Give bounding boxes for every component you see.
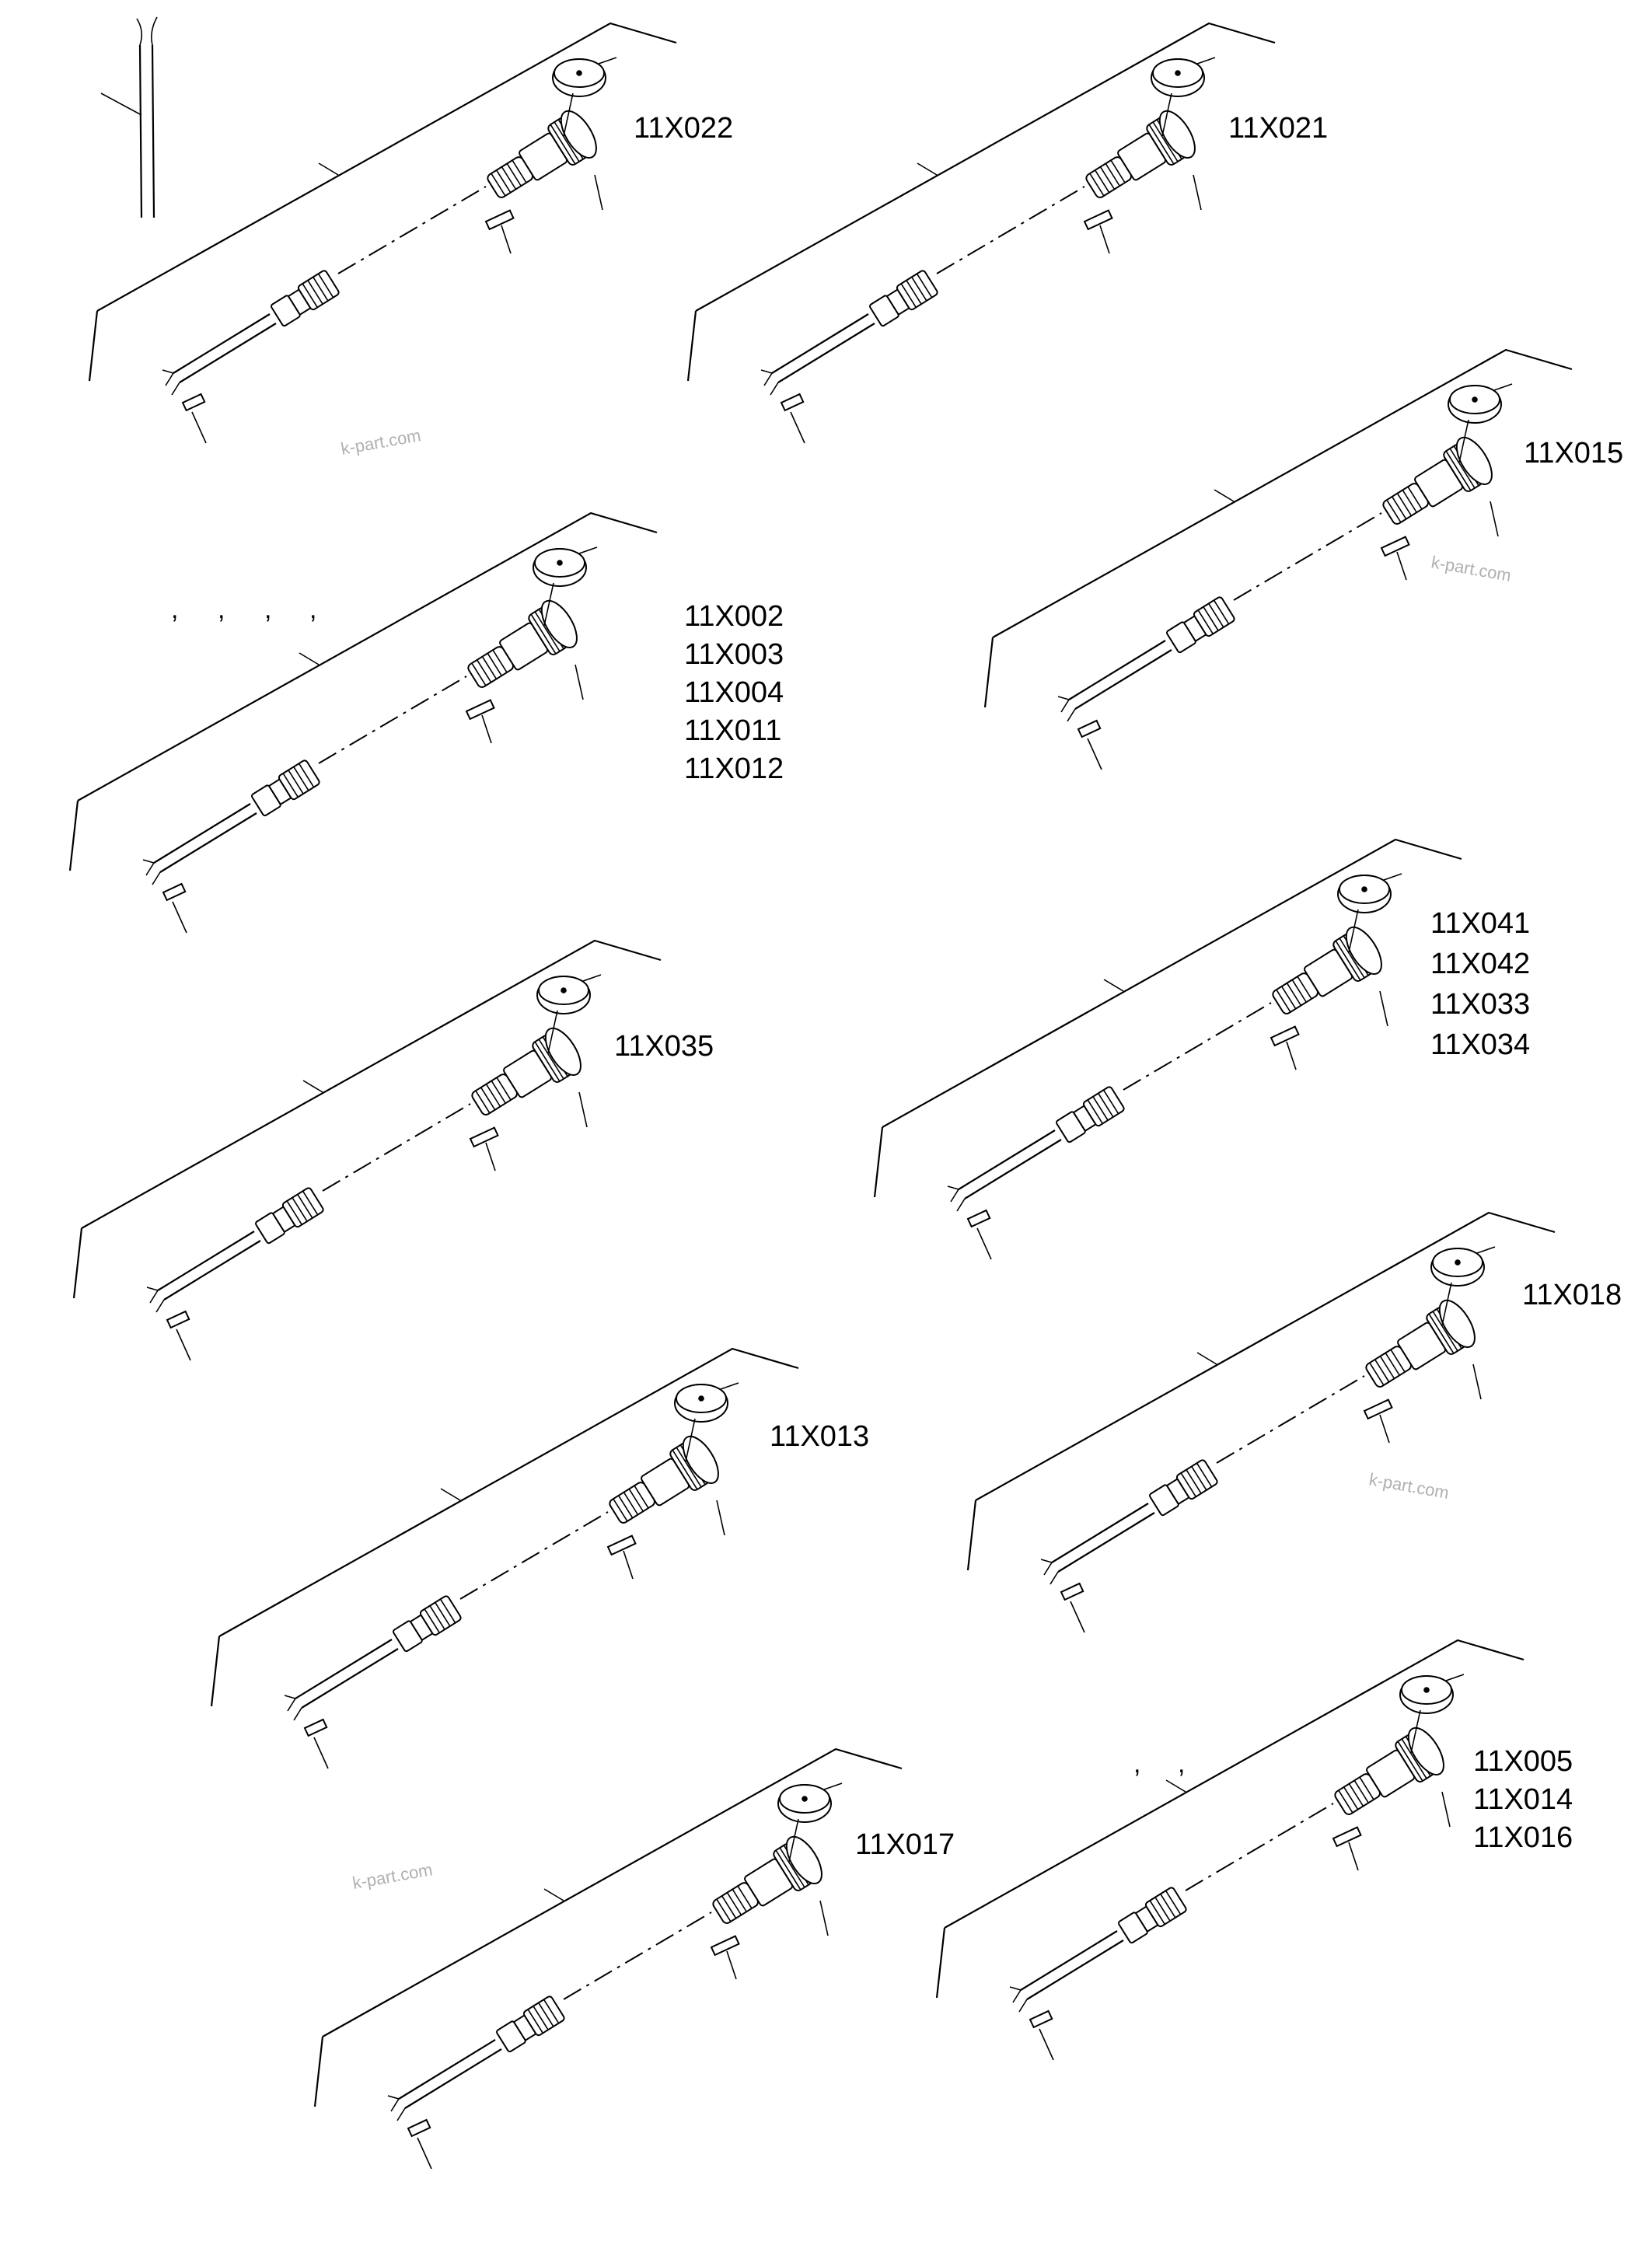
svg-text:,: , xyxy=(171,595,178,624)
label-11X042: 11X042 xyxy=(1430,948,1530,980)
label-11X034: 11X034 xyxy=(1430,1028,1530,1061)
connector-assembly-11X017 xyxy=(313,1747,903,2170)
watermark: k-part.com xyxy=(340,425,423,459)
svg-text:,: , xyxy=(1133,1749,1140,1779)
label-11X002: 11X002 xyxy=(684,600,784,633)
separator-commas: , , , , , , xyxy=(171,595,1185,1779)
label-11X012: 11X012 xyxy=(684,752,784,785)
watermark: k-part.com xyxy=(351,1859,435,1893)
svg-text:,: , xyxy=(1178,1749,1185,1779)
connector-assembly-11X018 xyxy=(966,1211,1556,1634)
label-11X014: 11X014 xyxy=(1473,1783,1573,1816)
label-11X035: 11X035 xyxy=(614,1030,714,1063)
svg-text:,: , xyxy=(264,595,271,624)
watermark: k-part.com xyxy=(1367,1469,1451,1503)
label-11X022: 11X022 xyxy=(634,112,733,145)
connector-assembly-11X015 xyxy=(983,348,1573,771)
connector-assembly-11X041 xyxy=(873,838,1463,1261)
svg-text:,: , xyxy=(218,595,225,624)
watermark: k-part.com xyxy=(1430,552,1513,585)
connector-assembly-11X013 xyxy=(210,1347,800,1770)
connector-assembly-11X022 xyxy=(88,22,678,445)
label-11X004: 11X004 xyxy=(684,676,784,709)
connector-assembly-11X035 xyxy=(72,939,662,1362)
label-11X033: 11X033 xyxy=(1430,988,1530,1021)
svg-text:,: , xyxy=(309,595,316,624)
label-11X018: 11X018 xyxy=(1522,1279,1622,1311)
label-11X021: 11X021 xyxy=(1228,112,1328,145)
cable-drawing xyxy=(100,16,158,218)
label-11X013: 11X013 xyxy=(770,1420,869,1453)
label-11X016: 11X016 xyxy=(1473,1821,1573,1854)
label-11X011: 11X011 xyxy=(684,714,781,747)
label-11X015: 11X015 xyxy=(1524,437,1623,470)
label-11X041: 11X041 xyxy=(1430,907,1530,940)
label-11X017: 11X017 xyxy=(855,1828,955,1861)
connector-assembly-11X002 xyxy=(68,512,658,934)
label-11X003: 11X003 xyxy=(684,638,784,671)
label-11X005: 11X005 xyxy=(1473,1745,1573,1778)
connector-assembly-11X021 xyxy=(686,22,1277,445)
connector-assembly-11X005 xyxy=(935,1639,1525,2062)
